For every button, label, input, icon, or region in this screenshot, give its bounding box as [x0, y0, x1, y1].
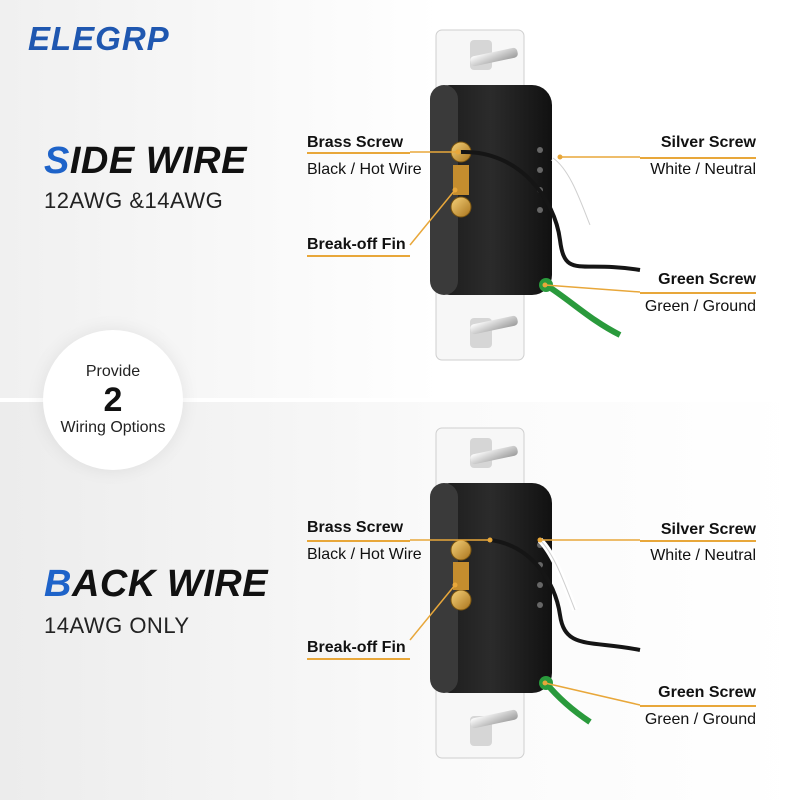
underline [640, 292, 756, 294]
white-neutral-wire [551, 155, 593, 227]
underline [307, 658, 410, 660]
underline [640, 540, 756, 542]
side-silver-screw-label: Silver Screw [660, 134, 756, 151]
badge-line-provide: Provide [85, 363, 141, 380]
side-brass-screw-label: Brass Screw [307, 134, 404, 151]
back-brass-screw-label: Brass Screw [307, 519, 404, 536]
break-off-fin [453, 562, 469, 590]
side-brass-desc-label: Black / Hot Wire [307, 161, 422, 178]
mounting-screw-icon [470, 709, 518, 729]
underline [307, 255, 410, 257]
back-green-desc-label: Green / Ground [644, 711, 756, 728]
black-hot-wire [460, 149, 641, 272]
back-wire-subtitle: 14AWG ONLY [44, 613, 190, 638]
underline [640, 705, 756, 707]
side-silver-desc-label: White / Neutral [650, 161, 756, 178]
side-wire-title: SIDE WIRE [44, 140, 247, 183]
side-wire-outlet [430, 29, 641, 361]
mounting-screw-icon [470, 445, 518, 465]
green-ground-wire [544, 282, 622, 338]
brass-screw-icon [450, 539, 472, 561]
side-wire-subtitle: 12AWG &14AWG [44, 188, 224, 213]
side-wire-title-rest: IDE WIRE [69, 140, 247, 182]
black-hot-wire [489, 538, 641, 652]
green-ground-wire [543, 681, 592, 725]
mounting-screw-icon [470, 315, 518, 335]
panel-divider [0, 398, 800, 402]
back-wire-outlet [430, 427, 641, 759]
back-breakoff-label: Break-off Fin [307, 639, 406, 656]
brass-screw-icon [450, 196, 472, 218]
outlet-body [430, 483, 552, 693]
back-wire-title: BACK WIRE [44, 563, 268, 606]
back-green-screw-label: Green Screw [658, 684, 756, 701]
outlet-body [430, 85, 552, 295]
brass-screw-icon [450, 589, 472, 611]
elegrp-logo: ELEGRP [28, 20, 170, 57]
back-wire-title-initial: B [44, 563, 72, 605]
callout-leaders [409, 151, 641, 706]
side-green-desc-label: Green / Ground [644, 298, 756, 315]
badge-number: 2 [103, 381, 123, 419]
underline [307, 540, 410, 542]
back-wire-title-rest: ACK WIRE [71, 563, 269, 605]
back-silver-desc-label: White / Neutral [650, 547, 756, 564]
side-breakoff-label: Break-off Fin [307, 236, 406, 253]
badge-line-options: Wiring Options [60, 419, 166, 436]
break-off-fin [453, 165, 469, 195]
side-wire-title-initial: S [44, 140, 70, 182]
back-brass-desc-label: Black / Hot Wire [307, 546, 422, 563]
underline [307, 152, 410, 154]
back-silver-screw-label: Silver Screw [660, 521, 756, 538]
underline [640, 157, 756, 159]
wiring-options-badge: Provide 2 Wiring Options [43, 330, 183, 470]
mounting-screw-icon [470, 47, 518, 67]
side-green-screw-label: Green Screw [658, 271, 756, 288]
